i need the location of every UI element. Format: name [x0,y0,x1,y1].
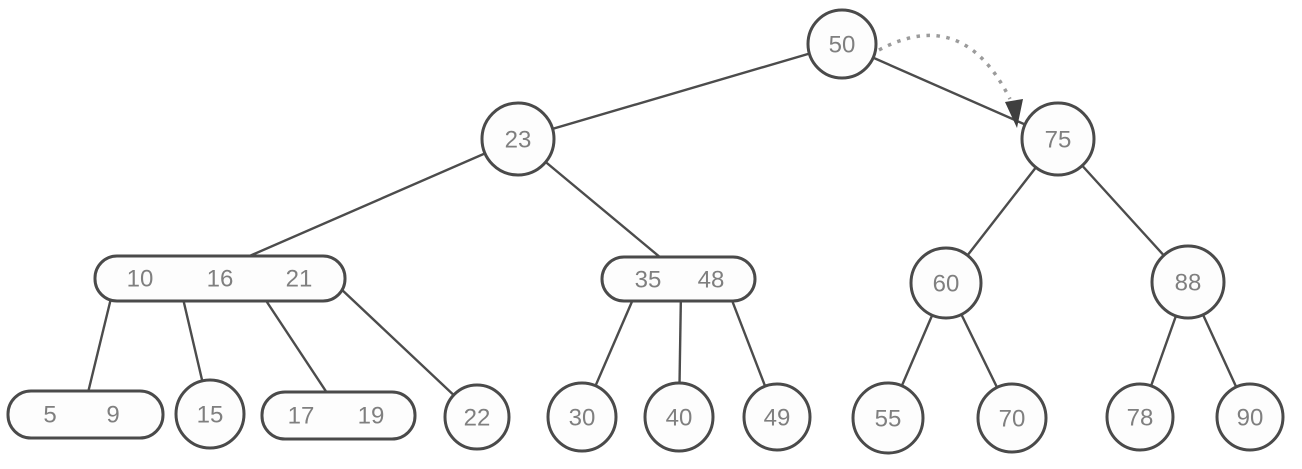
node-22-shape [443,383,511,451]
node-75-label: 75 [1045,127,1072,154]
node-50-label: 50 [829,32,856,59]
edges-group [83,42,1252,419]
node-59-key-1: 9 [106,402,119,429]
node-1719-shape [260,390,417,441]
tree-node-50: 50 [806,8,878,80]
node-55-shape [851,381,925,455]
node-55-label: 55 [875,406,902,433]
node-30-label: 30 [569,405,596,432]
node-88-label: 88 [1175,270,1202,297]
node-70-shape [976,382,1048,454]
nodes-group: 50 23 75 10 16 21 35 48 [6,8,1285,455]
node-101621-key-1: 16 [207,266,234,293]
node-49-label: 49 [764,405,791,432]
edge-101621-59 [83,289,115,406]
tree-node-78: 78 [1105,382,1175,452]
tree-node-5-9: 5 9 [6,389,165,440]
node-1719-key-1: 19 [358,403,385,430]
tree-node-17-19: 17 19 [260,390,417,441]
node-3548-key-1: 48 [698,267,725,294]
tree-node-60: 60 [909,246,983,320]
edge-101621-1719 [257,289,337,406]
tree-node-55: 55 [851,381,925,455]
node-49-shape [742,382,812,452]
tree-node-10-16-21: 10 16 21 [93,254,347,303]
node-59-key-0: 5 [43,402,56,429]
tree-node-22: 22 [443,383,511,451]
tree-node-15: 15 [174,378,246,450]
tree-node-88: 88 [1150,244,1226,320]
node-59-shape [6,389,165,440]
node-23-shape [480,101,556,177]
tree-node-40: 40 [643,381,715,453]
tree-node-75: 75 [1020,101,1096,177]
node-22-label: 22 [464,405,491,432]
node-3548-key-0: 35 [635,267,662,294]
node-50-shape [806,8,878,80]
node-40-shape [643,381,715,453]
tree-node-90: 90 [1215,382,1285,452]
edge-23-101621 [221,137,519,270]
node-78-shape [1105,382,1175,452]
node-1719-key-0: 17 [288,403,315,430]
node-60-shape [909,246,983,320]
dotted-arc [878,33,1012,100]
annotation-arrow-group [878,33,1023,128]
node-30-shape [546,381,618,453]
arrowhead-icon [1005,99,1023,128]
node-88-shape [1150,244,1226,320]
tree-node-23: 23 [480,101,556,177]
tree-node-30: 30 [546,381,618,453]
node-101621-key-2: 21 [286,266,313,293]
edge-50-23 [517,42,843,141]
node-70-label: 70 [999,406,1026,433]
node-15-label: 15 [197,402,224,429]
node-101621-key-0: 10 [127,266,154,293]
edge-50-75 [841,42,1059,141]
tree-node-70: 70 [976,382,1048,454]
node-23-label: 23 [505,127,532,154]
node-101621-shape [93,254,347,303]
node-90-label: 90 [1237,405,1264,432]
tree-node-49: 49 [742,382,812,452]
node-75-shape [1020,101,1096,177]
node-60-label: 60 [933,271,960,298]
node-40-label: 40 [666,405,693,432]
tree-node-35-48: 35 48 [600,255,757,303]
node-15-shape [174,378,246,450]
node-78-label: 78 [1127,405,1154,432]
node-3548-shape [600,255,757,303]
node-90-shape [1215,382,1285,452]
